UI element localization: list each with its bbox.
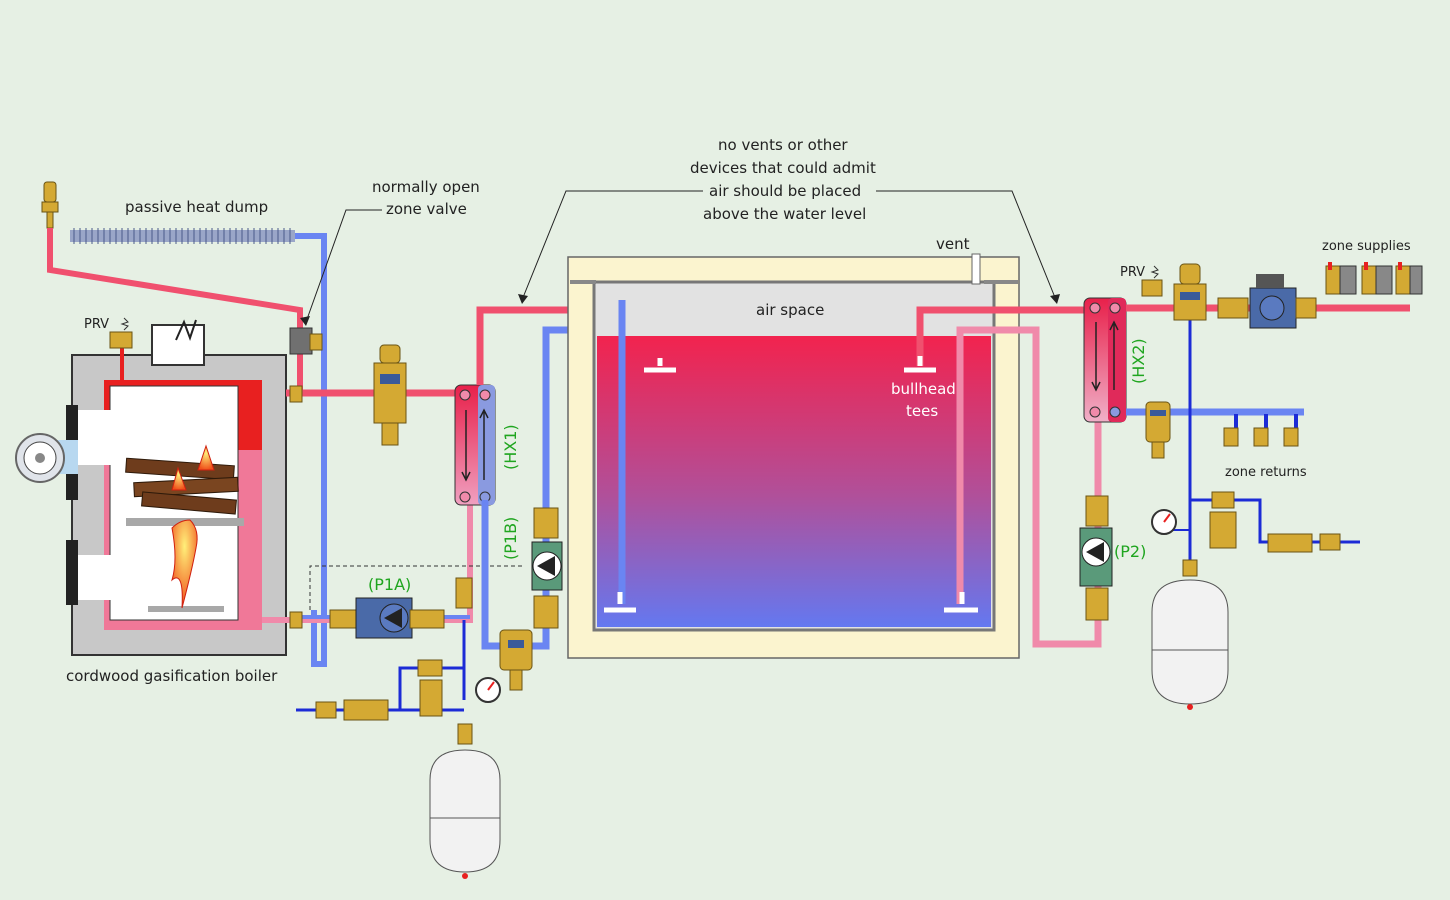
- circulator-p2-icon: [1079, 495, 1113, 621]
- circulator-p1a-icon: [329, 597, 445, 639]
- firewood-icon: [125, 457, 239, 515]
- bullhead-label-line2: tees: [906, 402, 938, 420]
- zone-valve-label-line1: normally open: [372, 178, 480, 196]
- vent-label: vent: [936, 235, 970, 253]
- zone-supplies-label: zone supplies: [1322, 239, 1411, 254]
- storage-tank: [567, 256, 1020, 659]
- heat-exchanger-hx1: [454, 384, 496, 506]
- note-leader-left: [521, 190, 703, 301]
- pressure-gauge-right-icon: [1151, 509, 1177, 535]
- fill-valve-left-icon: [315, 659, 443, 721]
- flame-icon: [171, 444, 215, 609]
- air-vent-icon: [41, 181, 59, 229]
- zone-valve-label-line2: zone valve: [386, 200, 467, 218]
- note-line-1: no vents or other: [718, 136, 848, 154]
- pressure-gauge-left-icon: [475, 677, 501, 703]
- prv-left-icon: [109, 317, 133, 380]
- tank-vent-icon: [570, 253, 1018, 285]
- note-leader-right-arrowhead: [1050, 294, 1060, 304]
- passive-heat-dump: [70, 228, 295, 244]
- bullhead-tee-left-bottom: [604, 592, 636, 613]
- zone-supply-valves-icon: [1325, 262, 1423, 295]
- note-leader-left-arrowhead: [518, 294, 528, 304]
- prv-right-label: PRV: [1120, 265, 1145, 280]
- zone-valve-leader: [305, 209, 382, 323]
- check-valve-left-icon: [455, 577, 473, 609]
- air-separator-return-icon: [1145, 401, 1171, 459]
- prv-right-icon: [1141, 265, 1163, 297]
- tank-hot-loop-right: [916, 306, 1090, 366]
- combustion-fan-icon: [15, 433, 78, 483]
- air-space-label: air space: [756, 301, 824, 319]
- p1a-label: (P1A): [368, 575, 411, 594]
- control-wire: [309, 565, 525, 610]
- note-leader-right: [876, 190, 1057, 301]
- prv-left-label: PRV: [84, 317, 109, 332]
- boiler-return-fitting: [289, 611, 303, 629]
- note-line-3: air should be placed: [709, 182, 861, 200]
- heat-exchanger-hx2: [1083, 297, 1127, 423]
- hx2-label: (HX2): [1129, 338, 1148, 384]
- p1b-label: (P1B): [501, 517, 520, 560]
- bullhead-tee-right-top: [904, 356, 936, 373]
- note-line-2: devices that could admit: [690, 159, 876, 177]
- note-line-4: above the water level: [703, 205, 866, 223]
- zone-returns-label: zone returns: [1225, 465, 1307, 480]
- bullhead-label-line1: bullhead: [891, 380, 956, 398]
- circulator-p1b-icon: [531, 507, 563, 629]
- zone-valve-icon: [289, 327, 323, 355]
- p2-label: (P2): [1114, 542, 1146, 561]
- bullhead-tee-right-bottom: [944, 592, 978, 613]
- boiler-label: cordwood gasification boiler: [66, 667, 278, 685]
- heat-dump-return-pipe: [295, 233, 327, 667]
- expansion-tank-left-icon: [429, 723, 501, 879]
- bullhead-tee-left-top: [644, 358, 676, 373]
- fill-valve-right-icon: [1209, 491, 1341, 553]
- air-separator-right-icon: [1173, 263, 1207, 321]
- air-separator-left-icon: [373, 344, 407, 446]
- zone-return-valves-icon: [1223, 414, 1299, 447]
- hx1-label: (HX1): [501, 424, 520, 470]
- load-circulator-icon: [1217, 274, 1317, 329]
- air-separator-lower-icon: [499, 629, 533, 691]
- passive-heat-dump-label: passive heat dump: [125, 198, 268, 216]
- expansion-tank-right-icon: [1151, 559, 1229, 710]
- leader-arrowhead: [300, 316, 310, 326]
- boiler-supply-fitting: [289, 385, 303, 403]
